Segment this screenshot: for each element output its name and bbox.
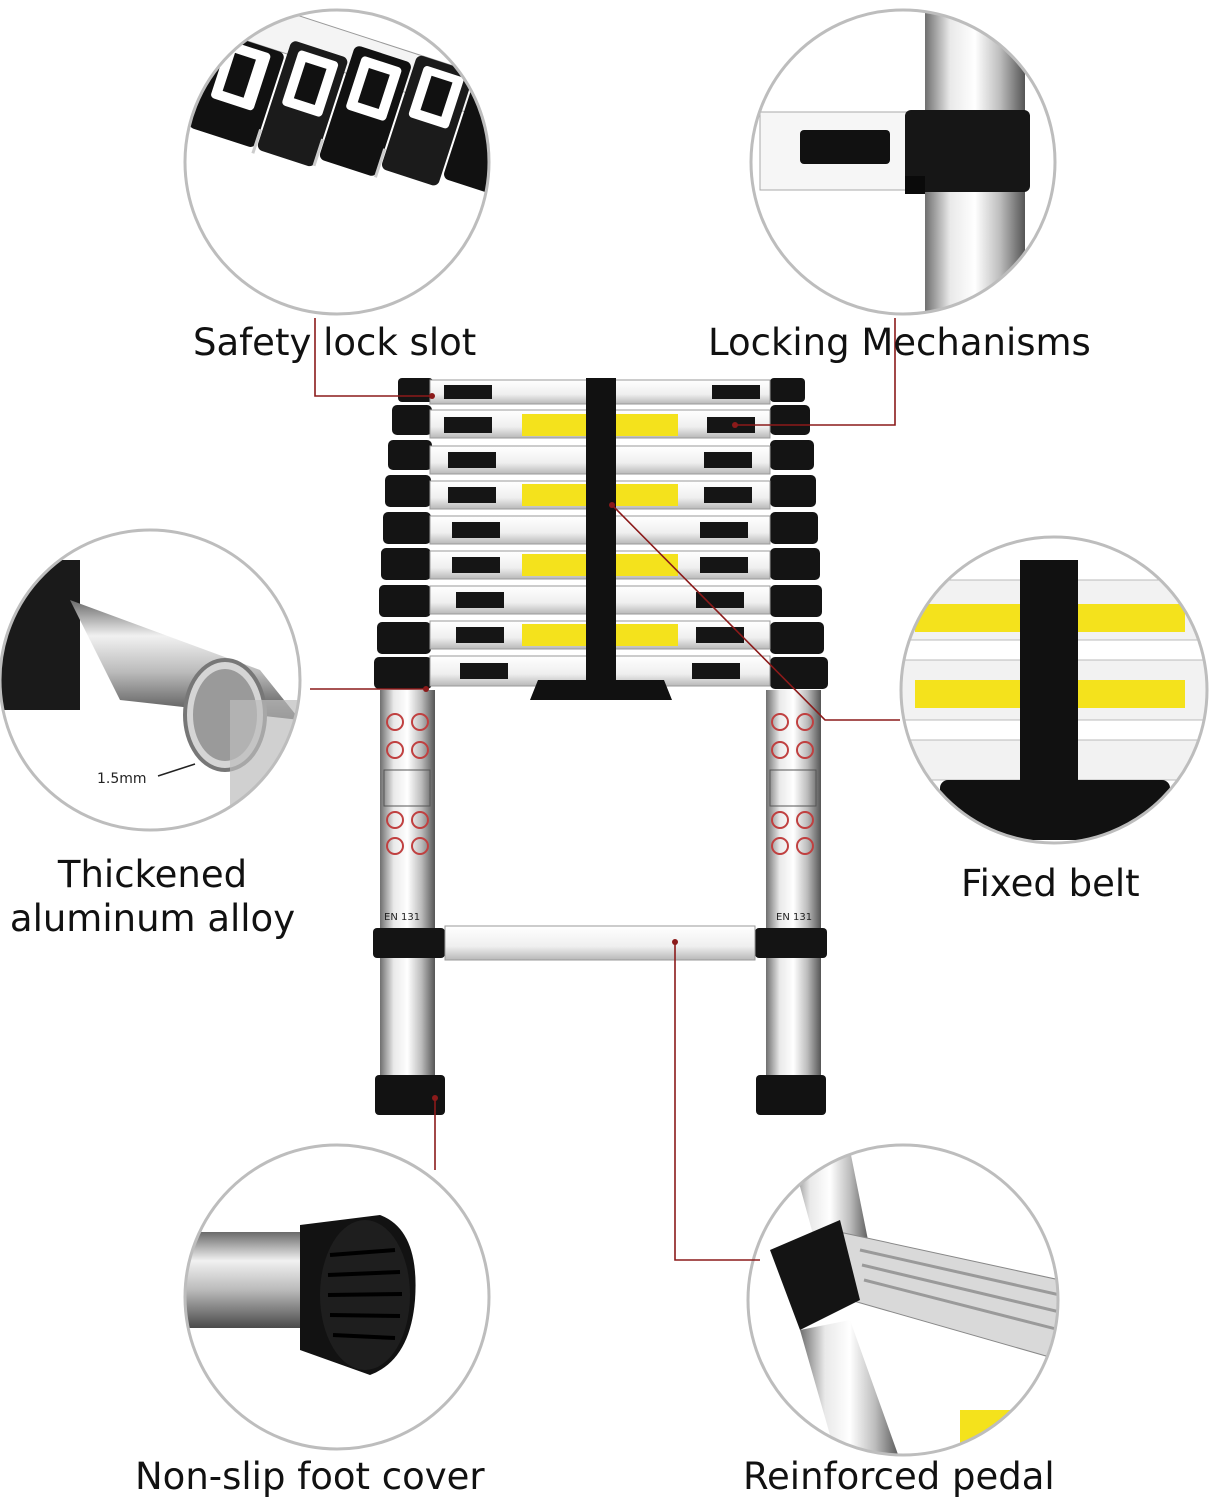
rung-slots	[444, 385, 760, 679]
non-slip-foot-cover-label: Non-slip foot cover	[135, 1455, 485, 1498]
leader-lines	[310, 318, 900, 1261]
rail-marking-left: EN 131	[384, 912, 420, 923]
aluminum-tube-detail: 1.5mm	[0, 528, 302, 832]
leader-dots	[423, 393, 738, 1101]
safety-lock-slot-label: Safety lock slot	[193, 321, 477, 364]
safety-lock-slot-detail	[183, 8, 491, 316]
locking-mechanism-detail	[749, 8, 1057, 316]
right-collars	[770, 378, 828, 689]
lower-stiles	[380, 958, 821, 1078]
foot-cover-detail	[183, 1143, 491, 1451]
extended-stiles	[380, 690, 821, 930]
reinforced-pedal-label: Reinforced pedal	[743, 1455, 1055, 1498]
foot-covers	[375, 1075, 826, 1115]
left-collars	[374, 378, 433, 689]
fixed-belt-detail	[899, 535, 1209, 845]
telescopic-ladder: EN 131 EN 131	[373, 378, 828, 1115]
rail-marking-right: EN 131	[776, 912, 812, 923]
fixed-belt-label: Fixed belt	[961, 862, 1140, 905]
reinforced-pedal-detail	[746, 1143, 1060, 1457]
thickened-line-1: Thickened	[57, 853, 248, 896]
thickness-measurement: 1.5mm	[97, 771, 147, 787]
bottom-step	[373, 925, 827, 961]
fixed-belt	[530, 378, 672, 700]
thickened-aluminum-label: Thickened aluminum alloy	[0, 853, 305, 942]
thickened-line-2: aluminum alloy	[9, 897, 296, 941]
locking-mechanisms-label: Locking Mechanisms	[708, 321, 1091, 364]
